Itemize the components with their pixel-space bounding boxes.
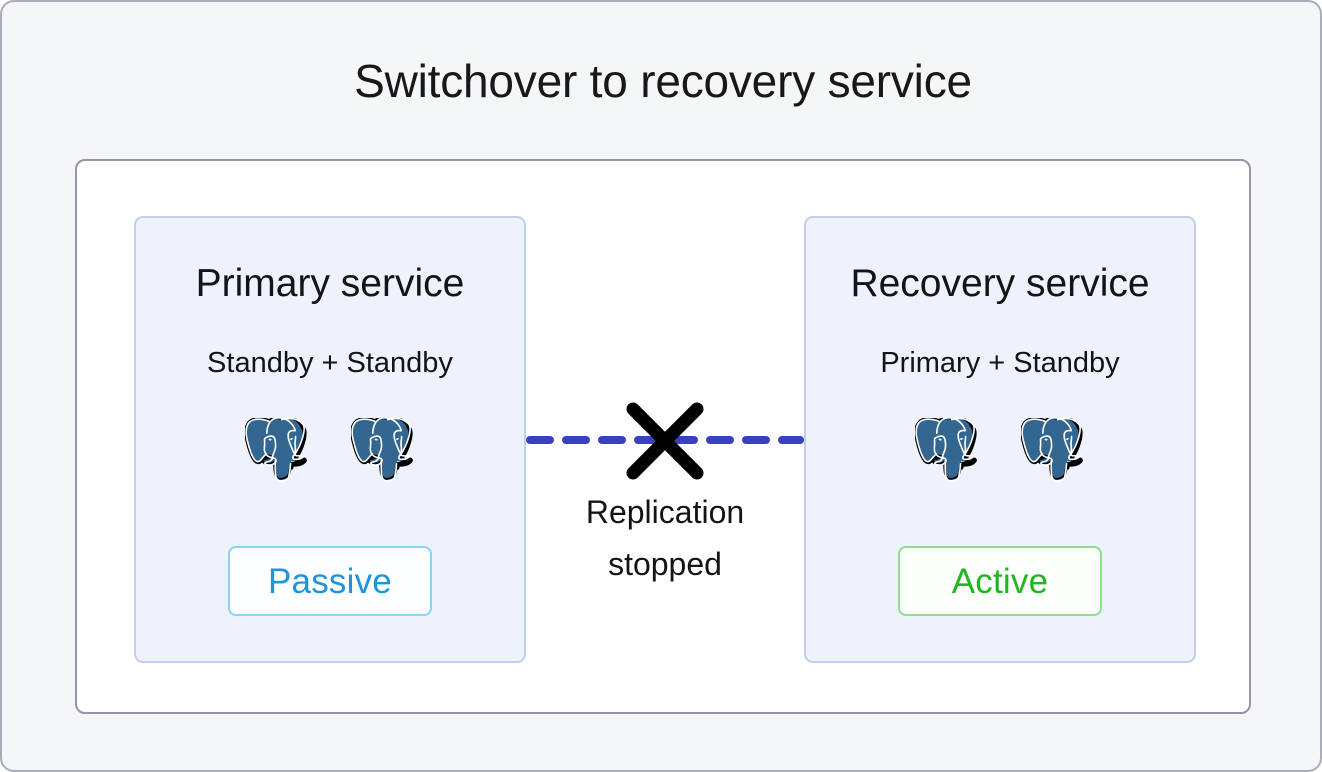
primary-service-title: Primary service [195,262,465,305]
replication-label-line2: stopped [608,546,722,582]
replication-dashed-line [526,436,804,444]
recovery-service-card[interactable]: Recovery service Primary + Standby [804,216,1196,663]
postgresql-elephant-icon [245,418,307,483]
postgresql-elephant-icon [1021,418,1083,483]
postgresql-elephant-icon [351,418,413,483]
primary-service-subtitle: Standby + Standby [207,347,453,379]
recovery-service-title: Recovery service [850,262,1150,305]
primary-service-card[interactable]: Primary service Standby + Standby [134,216,526,663]
postgresql-elephant-icon [915,418,977,483]
replication-status-label: Replication stopped [486,486,844,590]
primary-service-node-row [136,418,524,486]
status-badge-active[interactable]: Active [898,546,1102,616]
page-title: Switchover to recovery service [354,55,972,107]
recovery-service-node-row [806,418,1194,486]
replication-label-line1: Replication [585,494,745,530]
recovery-service-subtitle: Primary + Standby [880,347,1120,379]
diagram-panel: Primary service Standby + Standby [75,159,1251,714]
cross-x-icon [626,402,704,480]
replication-link: Replication stopped [526,161,804,716]
status-badge-passive[interactable]: Passive [228,546,432,616]
